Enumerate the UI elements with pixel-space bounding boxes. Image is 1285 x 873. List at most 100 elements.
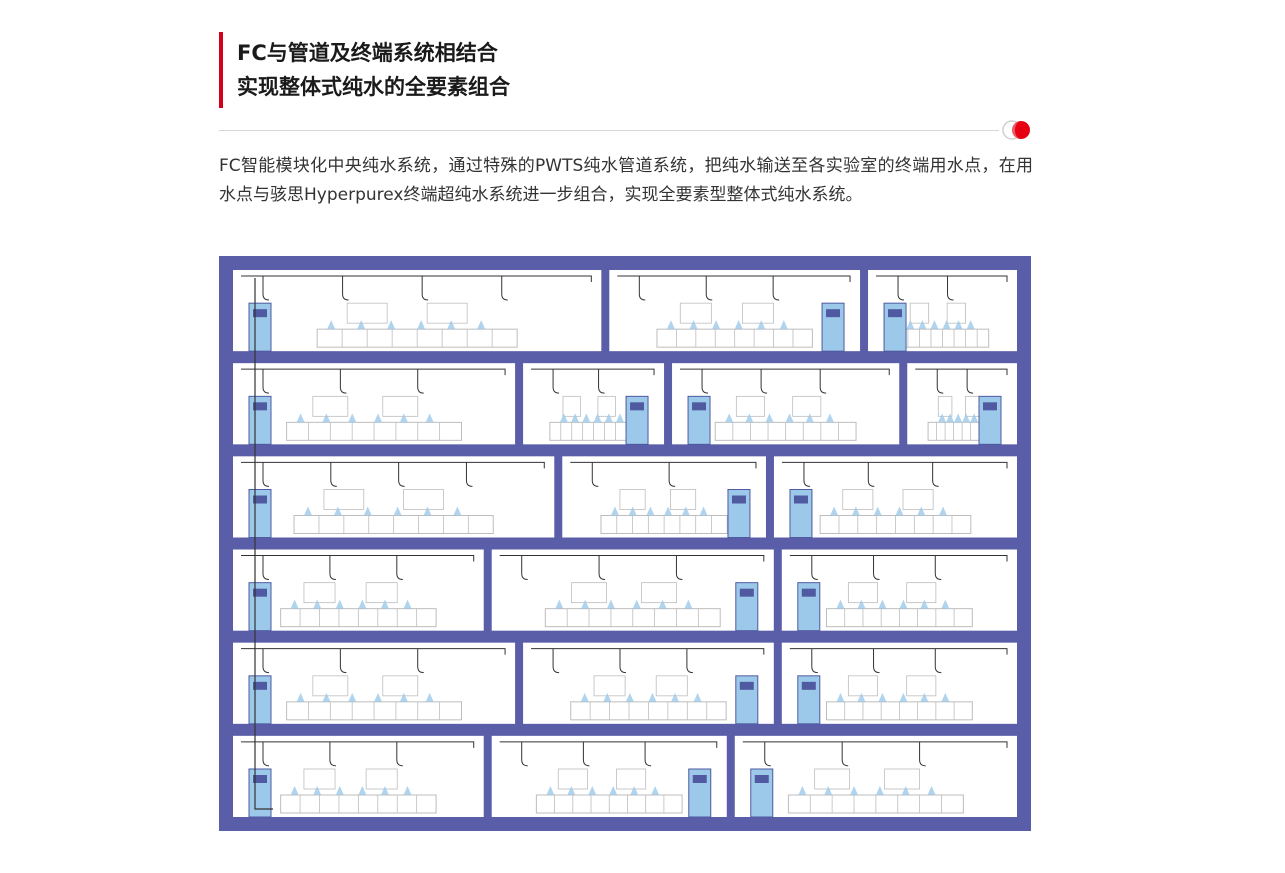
glassware — [757, 320, 766, 330]
glassware — [387, 320, 396, 330]
glassware — [941, 692, 950, 702]
glassware — [824, 786, 833, 795]
pipe-drop — [619, 648, 627, 674]
pipe-drop — [329, 741, 336, 767]
glassware — [380, 599, 389, 609]
pipe-line — [789, 648, 1008, 655]
glassware — [403, 786, 412, 795]
purifier-panel — [801, 588, 816, 597]
glassware — [593, 413, 602, 423]
glassware — [906, 320, 915, 330]
shelf — [597, 395, 616, 417]
glassware — [962, 413, 971, 423]
shelf — [670, 489, 697, 510]
glassware — [399, 692, 408, 702]
glassware — [857, 692, 866, 702]
purifier-panel — [793, 495, 808, 504]
pipe-drop — [686, 648, 693, 674]
title-line-1: FC与管道及终端系统相结合 — [237, 41, 498, 65]
purifier-panel — [253, 402, 267, 411]
glassware — [417, 320, 426, 330]
glassware — [895, 506, 904, 516]
shelf — [679, 302, 712, 324]
glassware — [290, 786, 299, 795]
pipe-drop — [819, 369, 827, 394]
pipe-drop — [329, 555, 336, 580]
glassware — [805, 413, 814, 423]
pipe-drop — [417, 648, 424, 674]
glassware — [941, 599, 950, 609]
shelf — [593, 675, 626, 697]
glassware — [313, 599, 322, 609]
glassware — [425, 413, 434, 423]
pipe-drop — [873, 555, 880, 580]
glassware — [616, 413, 625, 423]
pipe-line — [241, 275, 592, 282]
pipe-drop — [675, 555, 683, 580]
glassware — [380, 786, 389, 795]
glassware — [348, 413, 357, 423]
glassware — [851, 506, 860, 516]
shelf — [426, 302, 468, 324]
glassware — [335, 599, 344, 609]
pipe-line — [742, 741, 1008, 748]
glassware — [725, 413, 734, 423]
pipe-drop — [521, 741, 528, 767]
shelf — [946, 302, 967, 324]
glassware — [567, 786, 576, 795]
pipe-line — [680, 368, 890, 376]
purifier-panel — [692, 402, 707, 411]
glassware — [765, 413, 774, 423]
shelf — [562, 395, 581, 417]
glassware — [322, 692, 331, 702]
pipe-line — [617, 275, 851, 282]
glassware — [681, 506, 690, 516]
glassware — [651, 786, 660, 795]
pipe-line — [499, 555, 765, 562]
glassware — [399, 413, 408, 423]
shelf — [571, 582, 607, 604]
glassware — [358, 786, 367, 795]
pipe-drop — [465, 462, 473, 487]
glassware — [348, 692, 357, 702]
glassware — [899, 692, 908, 702]
shelf — [902, 489, 934, 510]
glassware — [942, 320, 951, 330]
pipe-drop — [668, 462, 676, 487]
pipe-drop — [262, 555, 270, 580]
glassware — [609, 786, 618, 795]
pipe-drop — [262, 276, 270, 301]
pipe-line — [241, 461, 545, 469]
purifier-panel — [253, 775, 267, 783]
glassware — [304, 506, 313, 516]
shelf — [303, 768, 336, 790]
purifier-panel — [801, 681, 816, 690]
glassware — [559, 413, 568, 423]
shelf — [884, 768, 921, 790]
glassware — [927, 786, 936, 795]
shelf — [365, 768, 398, 790]
purifier-panel — [253, 309, 267, 318]
glassware — [357, 320, 366, 330]
shelf — [655, 675, 688, 697]
glassware — [628, 506, 637, 516]
glassware — [666, 320, 675, 330]
pipe-line — [499, 741, 718, 748]
glassware — [664, 506, 673, 516]
glassware — [453, 506, 462, 516]
glassware — [403, 599, 412, 609]
pipe-drop — [638, 276, 646, 301]
glassware — [939, 506, 948, 516]
pipe-drop — [772, 276, 780, 301]
shelf — [742, 302, 774, 324]
glassware — [606, 599, 615, 609]
pipe-drop — [262, 648, 270, 674]
pipe-drop — [552, 369, 560, 394]
glassware — [658, 599, 667, 609]
section-divider — [219, 130, 999, 131]
shelf — [323, 489, 365, 510]
pipe-drop — [421, 276, 429, 301]
pipe-drop — [552, 648, 560, 674]
glassware — [425, 692, 434, 702]
glassware — [917, 506, 926, 516]
